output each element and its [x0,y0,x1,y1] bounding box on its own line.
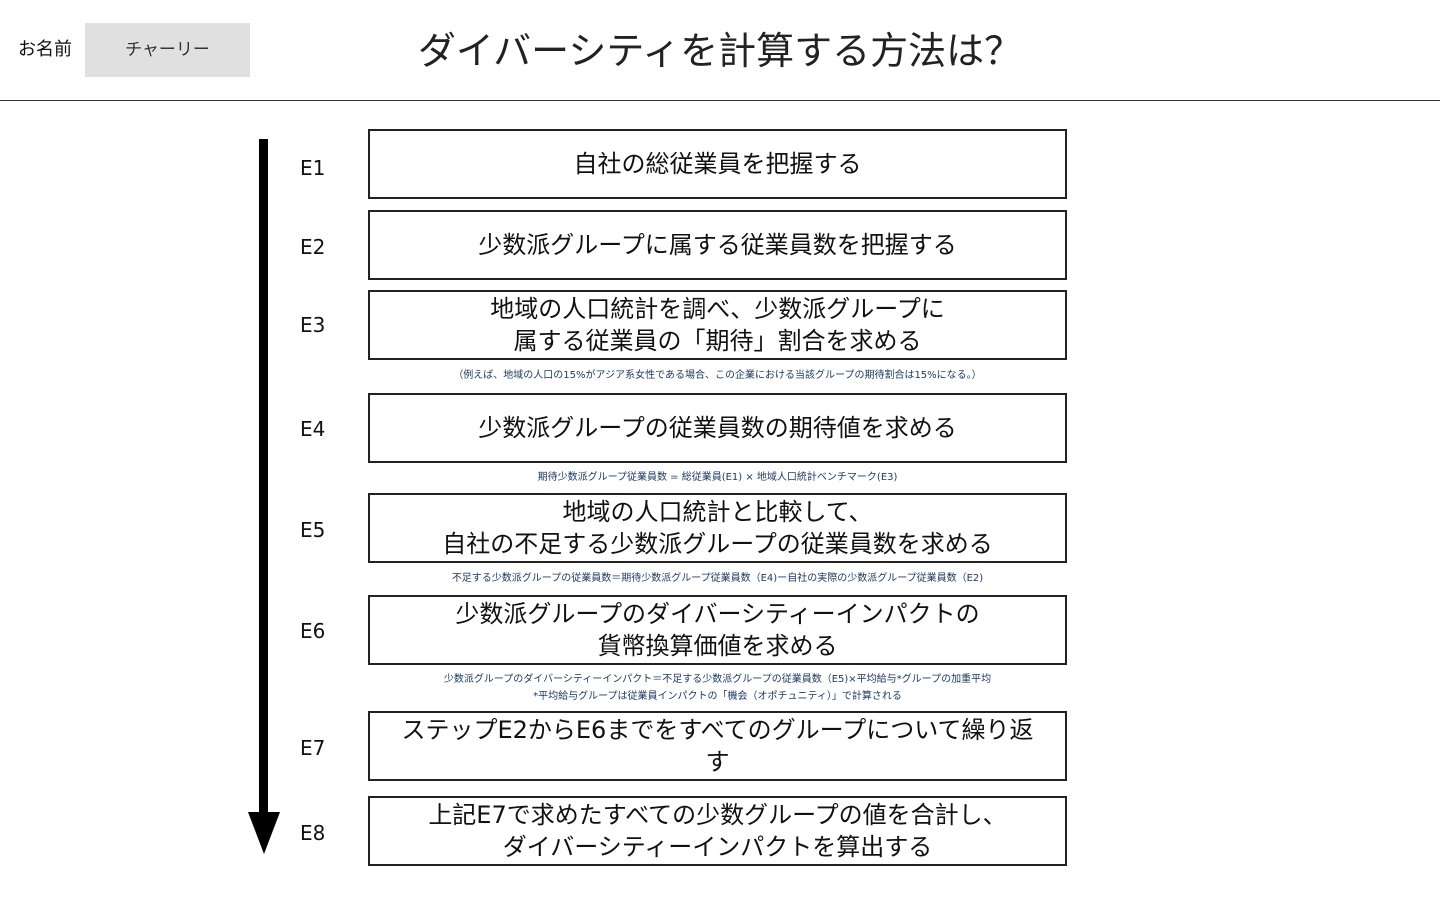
step-box-e5: 地域の人口統計と比較して、 自社の不足する少数派グループの従業員数を求める [368,493,1067,563]
step-note-e3: （例えば、地域の人口の15%がアジア系女性である場合、この企業における当該グルー… [453,370,982,381]
step-label-e8: E8 [300,821,326,845]
header: お名前 チャーリー ダイバーシティを計算する方法は？ [0,0,1440,101]
step-box-e3: 地域の人口統計を調べ、少数派グループに 属する従業員の「期待」割合を求める [368,290,1067,360]
step-text-e1: 自社の総従業員を把握する [573,150,862,178]
step-label-e7: E7 [300,736,326,760]
step-box-e7: ステップE2からE6までをすべてのグループについて繰り返 す [368,711,1067,781]
step-text-e7: ステップE2からE6までをすべてのグループについて繰り返 す [401,716,1034,776]
flow-arrow-shaft [259,139,268,819]
page-title: ダイバーシティを計算する方法は？ [417,29,1023,73]
step-text-e8: 上記E7で求めたすべての少数グループの値を合計し、 ダイバーシティーインパクトを… [428,801,1007,861]
step-text-e2: 少数派グループに属する従業員数を把握する [478,231,957,259]
step-label-e3: E3 [300,313,326,337]
step-box-e6: 少数派グループのダイバーシティーインパクトの 貨幣換算価値を求める [368,595,1067,665]
step-text-e3: 地域の人口統計を調べ、少数派グループに 属する従業員の「期待」割合を求める [490,295,945,355]
name-field[interactable]: チャーリー [85,23,250,77]
step-box-e2: 少数派グループに属する従業員数を把握する [368,210,1067,280]
step-text-e5: 地域の人口統計と比較して、 自社の不足する少数派グループの従業員数を求める [442,498,993,558]
name-label: お名前 [18,39,72,60]
step-label-e5: E5 [300,518,326,542]
step-label-e2: E2 [300,235,326,259]
step-label-e6: E6 [300,619,326,643]
step-note-e5: 不足する少数派グループの従業員数＝期待少数派グループ従業員数（E4)ー自社の実際… [451,573,984,584]
step-box-e8: 上記E7で求めたすべての少数グループの値を合計し、 ダイバーシティーインパクトを… [368,796,1067,866]
step-label-e4: E4 [300,417,326,441]
step-text-e4: 少数派グループの従業員数の期待値を求める [478,414,957,442]
step-note-e4: 期待少数派グループ従業員数 = 総従業員(E1) × 地域人口統計ベンチマーク(… [537,472,898,483]
step-note-e6: 少数派グループのダイバーシティーインパクト＝不足する少数派グループの従業員数（E… [443,674,992,702]
step-text-e6: 少数派グループのダイバーシティーインパクトの 貨幣換算価値を求める [455,600,980,660]
step-box-e4: 少数派グループの従業員数の期待値を求める [368,393,1067,463]
step-label-e1: E1 [300,156,326,180]
flow-arrow-head-icon [248,812,280,854]
step-box-e1: 自社の総従業員を把握する [368,129,1067,199]
